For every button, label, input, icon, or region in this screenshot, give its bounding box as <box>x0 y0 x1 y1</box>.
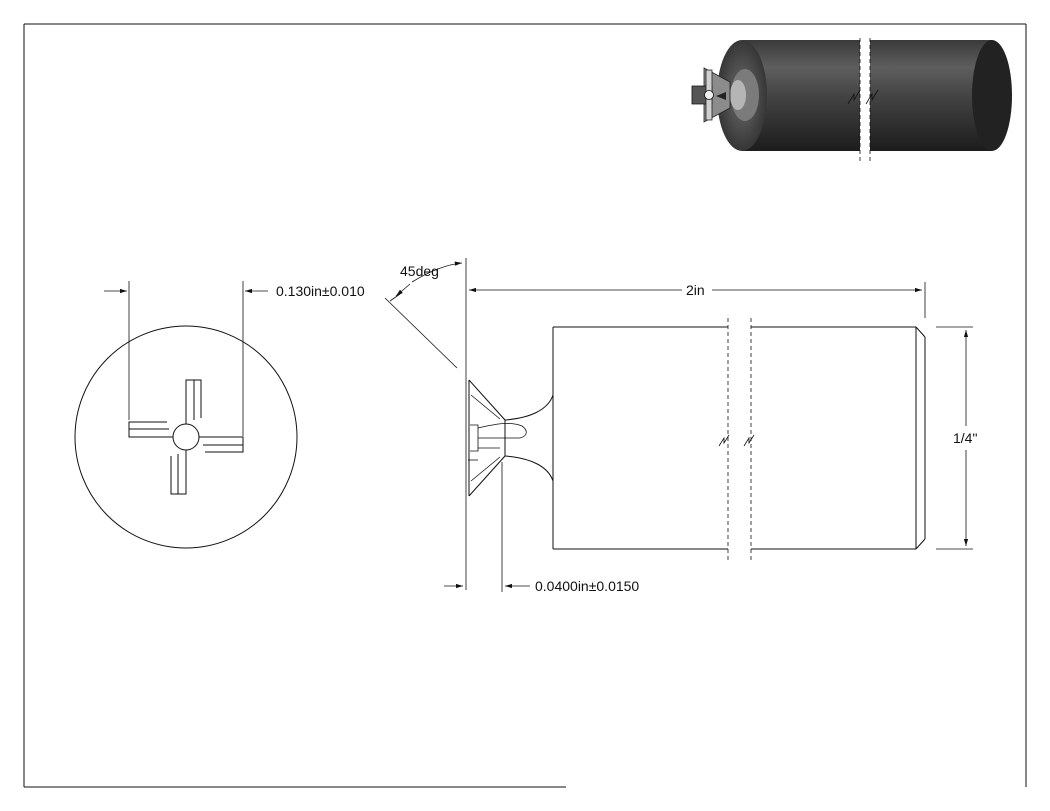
head-offset-dimension: 0.0400in±0.0150 <box>535 578 639 594</box>
chamfer-angle-dimension: 45deg <box>400 263 439 279</box>
sheet-border <box>23 23 1027 788</box>
diameter-dimension <box>936 326 973 550</box>
side-view <box>468 318 926 560</box>
diameter-dimension-text: 1/4" <box>953 430 977 446</box>
slot-width-dimension: 0.130in±0.010 <box>276 283 365 299</box>
overall-length-dimension: 2in <box>686 282 705 298</box>
end-view <box>74 281 298 549</box>
angle-dimension <box>384 261 463 369</box>
screw-head-iso <box>691 67 731 123</box>
isometric-view <box>691 38 1012 162</box>
offset-dimension <box>444 462 530 592</box>
length-dimension <box>465 258 926 590</box>
